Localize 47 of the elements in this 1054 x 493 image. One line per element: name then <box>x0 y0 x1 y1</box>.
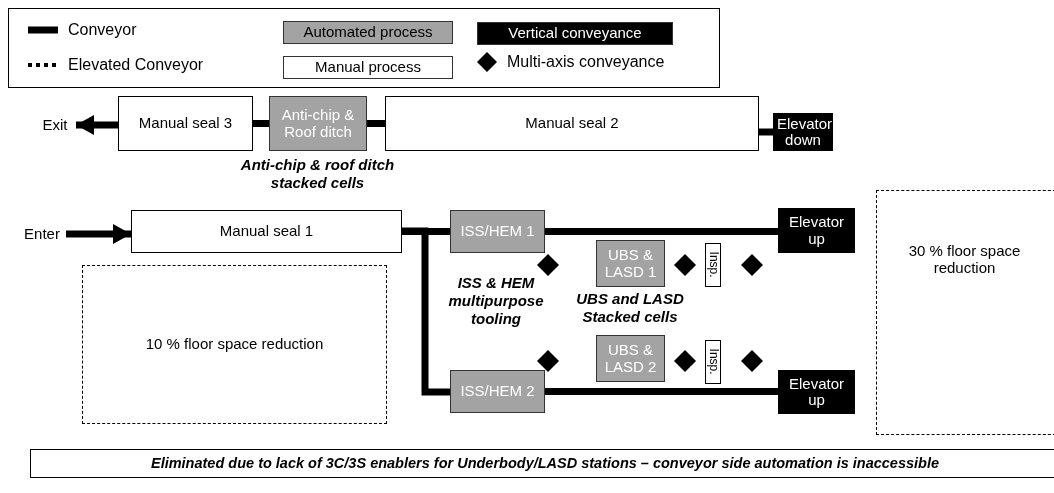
conveyor-line <box>367 120 385 127</box>
node-label: UBS & LASD 1 <box>603 247 658 280</box>
inspection-box <box>705 340 721 384</box>
legend-label: Automated process <box>303 24 433 41</box>
node-label: 10 % floor space reduction <box>145 336 324 353</box>
node-label: Anti-chip & Roof ditch <box>280 107 356 140</box>
flow-terminal-label: Exit <box>34 114 76 136</box>
annotation-text: UBS and LASD Stacked cells <box>575 290 685 326</box>
legend-label: Elevated Conveyor <box>68 56 204 74</box>
node-label: ISS/HEM 1 <box>460 223 535 240</box>
floor-space-area <box>876 190 1054 435</box>
manual-process-box <box>385 96 759 151</box>
node-label: Manual seal 2 <box>525 115 619 132</box>
conveyor-line <box>545 228 778 235</box>
automated-process-box <box>269 96 367 151</box>
inspection-label: Insp. <box>706 349 720 375</box>
node-label: ISS/HEM 2 <box>460 383 535 400</box>
manual-process-box <box>131 210 402 253</box>
legend-label: Vertical conveyance <box>508 25 642 42</box>
conveyor-line <box>253 120 269 127</box>
legend-label: Multi-axis conveyance <box>507 53 665 71</box>
manual-process-box <box>118 96 253 151</box>
flow-terminal-label: Enter <box>18 223 66 245</box>
node-label: Elevator up <box>788 375 845 409</box>
floor-space-area <box>82 265 387 424</box>
legend-label: Conveyor <box>68 21 137 39</box>
legend-label: Manual process <box>315 59 421 76</box>
caption-text: Anti-chip & roof ditch stacked cells <box>240 156 395 192</box>
note-box <box>30 449 1054 478</box>
node-label: Manual seal 1 <box>219 223 314 240</box>
conveyor-line <box>402 227 450 396</box>
annotation-text: ISS & HEM multipurpose tooling <box>447 274 545 328</box>
node-label: 30 % floor space reduction <box>907 243 1022 276</box>
conveyor-line <box>759 128 773 136</box>
automated-process-box <box>596 240 665 287</box>
automated-process-box <box>450 370 545 413</box>
elevator-box <box>778 370 855 414</box>
conveyor-line <box>545 388 778 395</box>
inspection-label: Insp. <box>706 252 720 278</box>
elevator-box <box>778 208 855 253</box>
inspection-box <box>705 243 721 287</box>
node-label: Elevator up <box>788 214 845 247</box>
node-label: UBS & LASD 2 <box>603 342 658 375</box>
node-label: Manual seal 3 <box>138 115 233 132</box>
automated-process-box <box>596 335 665 382</box>
automated-process-box <box>450 210 545 253</box>
node-label: Eliminated due to lack of 3C/3S enablers for Underbody/LASD stations – conveyor side automation is inaccessible <box>150 455 939 472</box>
